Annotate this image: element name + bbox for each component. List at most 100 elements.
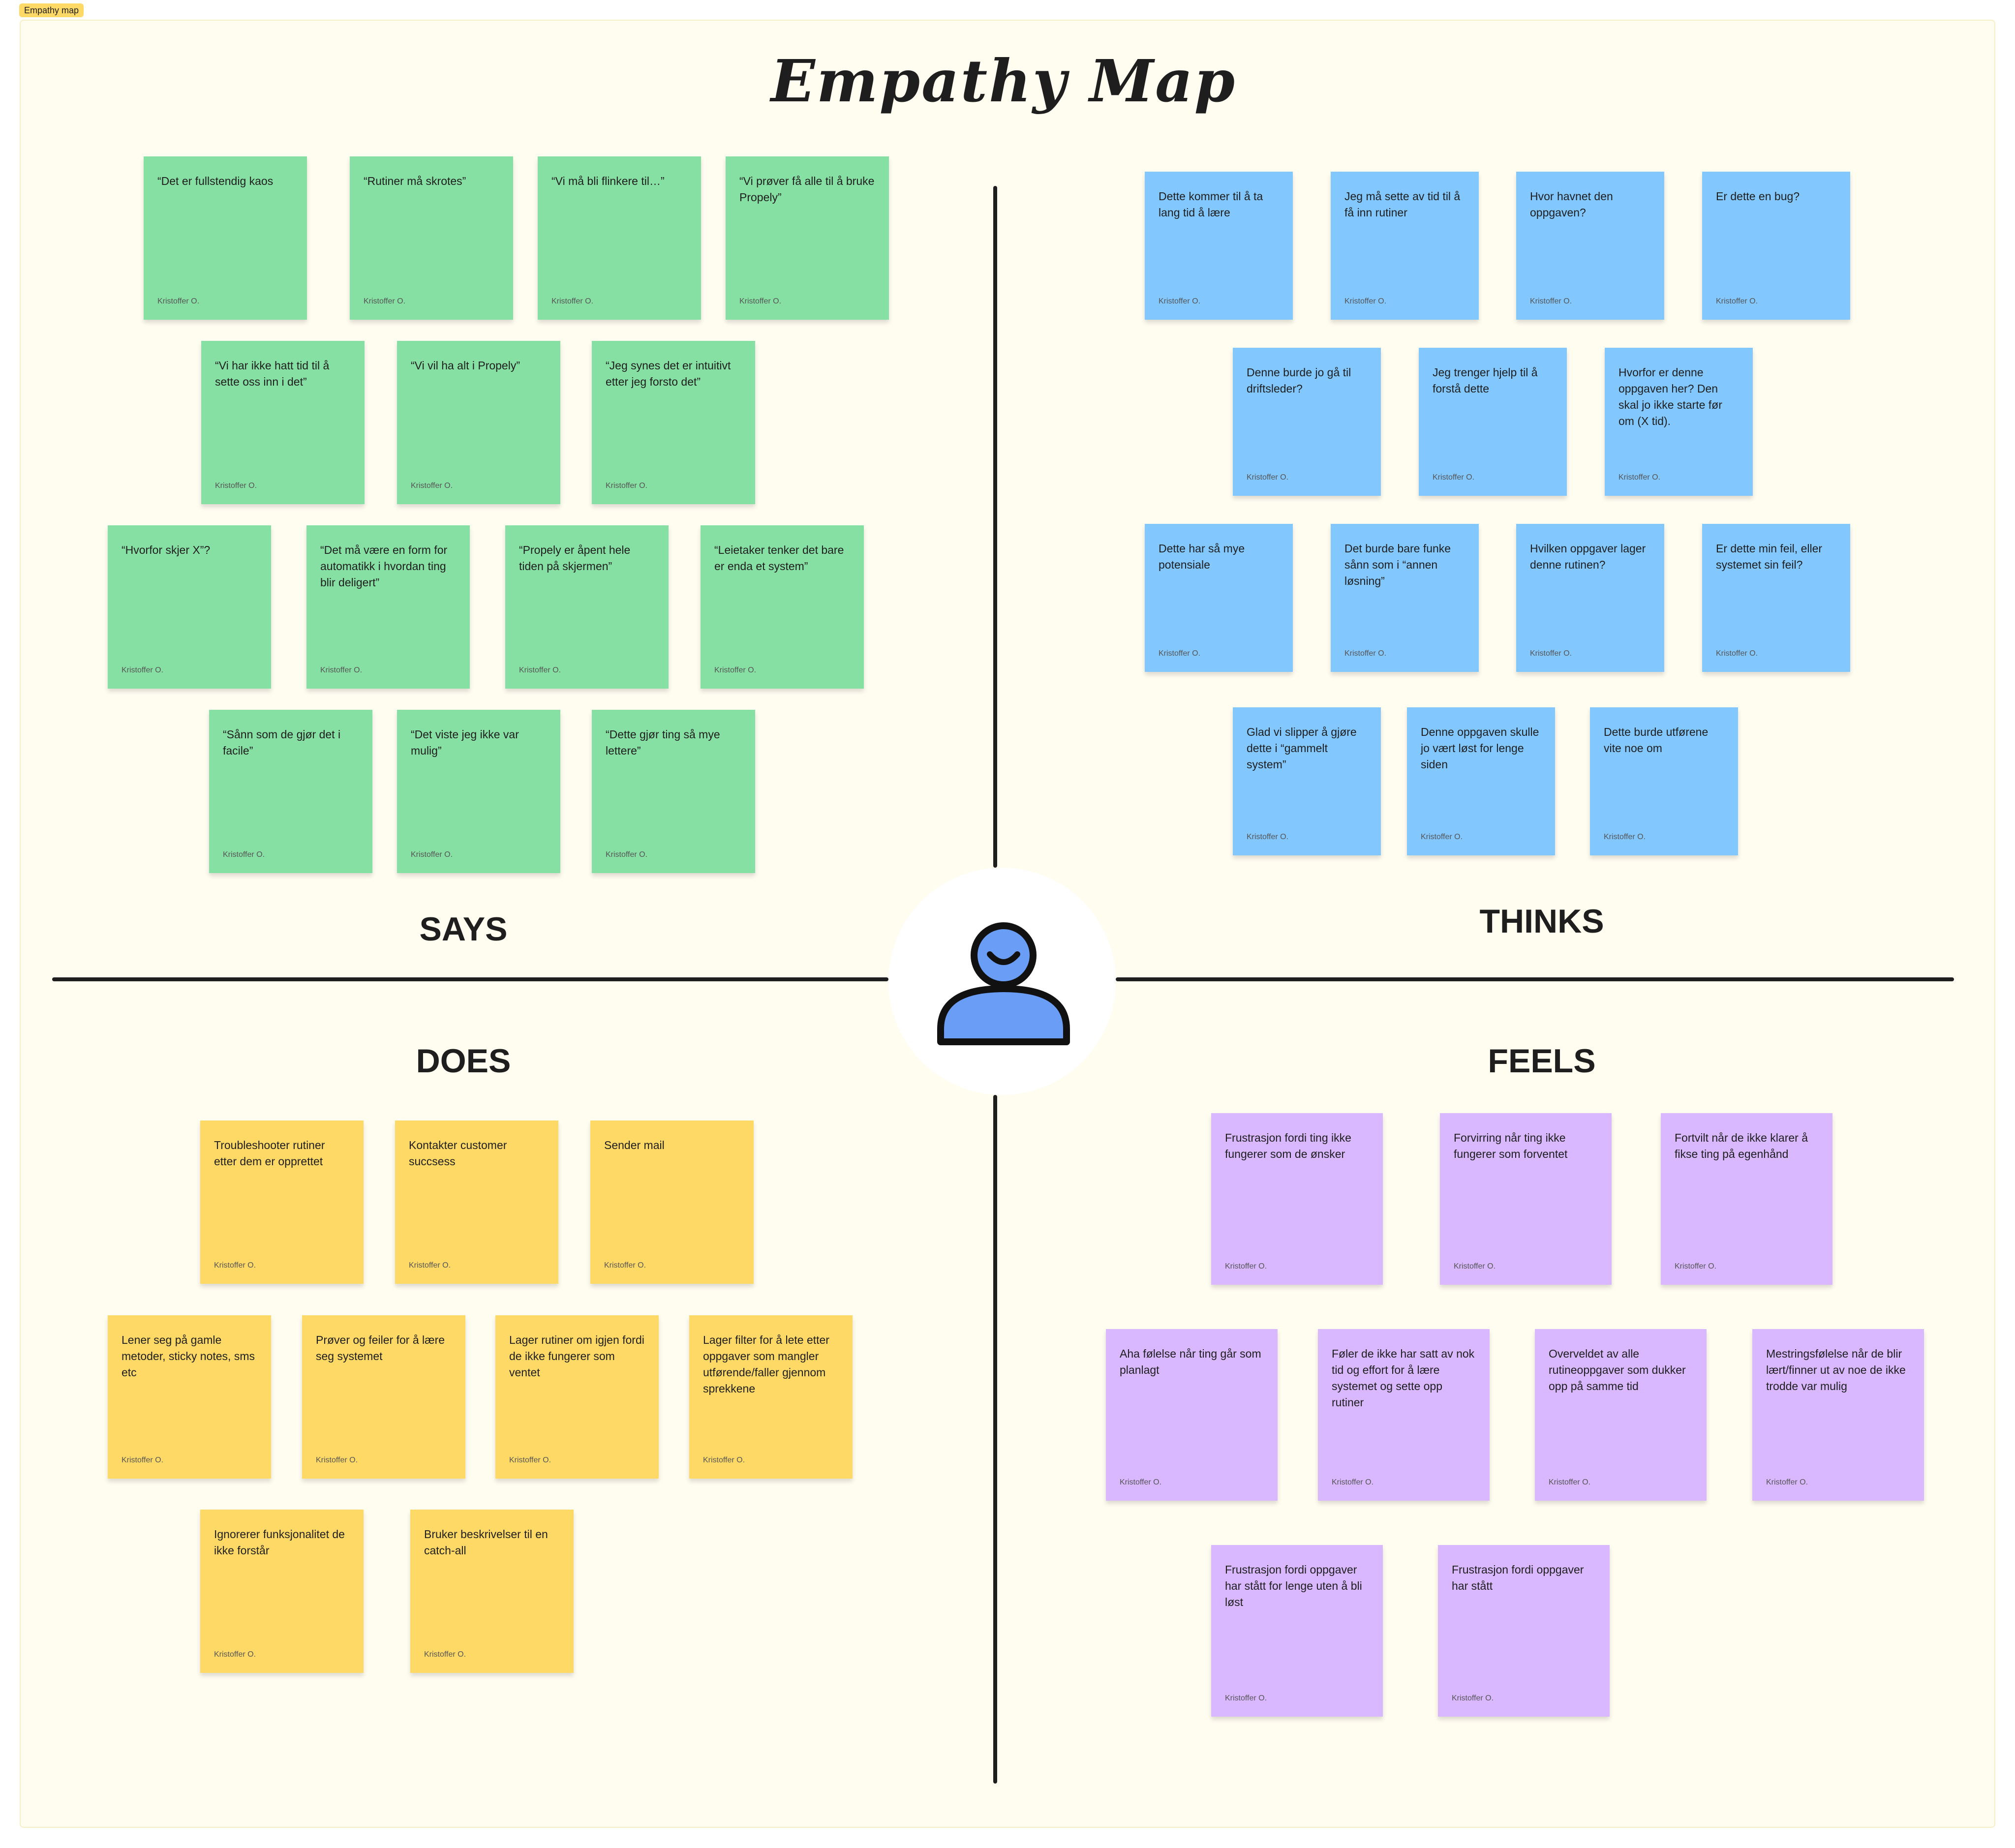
note-author: Kristoffer O.	[1344, 297, 1387, 305]
person-icon	[937, 922, 1070, 1045]
does-sticky-note[interactable]: Lener seg på gamle metoder, sticky notes…	[108, 1315, 271, 1479]
note-text: “Det viste jeg ikke var mulig”	[411, 728, 519, 757]
note-author: Kristoffer O.	[1766, 1478, 1808, 1486]
note-author: Kristoffer O.	[1716, 297, 1758, 305]
thinks-sticky-note[interactable]: Hvorfor er denne oppgaven her? Den skal …	[1605, 348, 1753, 496]
note-text: Føler de ikke har satt av nok tid og eff…	[1332, 1347, 1475, 1409]
does-sticky-note[interactable]: Lager filter for å lete etter oppgaver s…	[689, 1315, 853, 1479]
feels-sticky-note[interactable]: Frustrasjon fordi ting ikke fungerer som…	[1211, 1113, 1383, 1285]
note-author: Kristoffer O.	[1549, 1478, 1591, 1486]
note-author: Kristoffer O.	[1159, 649, 1201, 658]
note-author: Kristoffer O.	[604, 1261, 646, 1270]
does-sticky-note[interactable]: Lager rutiner om igjen fordi de ikke fun…	[495, 1315, 659, 1479]
says-sticky-note[interactable]: “Jeg synes det er intuitivt etter jeg fo…	[592, 341, 755, 504]
note-author: Kristoffer O.	[411, 850, 453, 859]
note-author: Kristoffer O.	[409, 1261, 451, 1270]
note-author: Kristoffer O.	[1344, 649, 1387, 658]
says-sticky-note[interactable]: “Propely er åpent hele tiden på skjermen…	[505, 525, 669, 689]
note-text: Glad vi slipper å gjøre dette i “gammelt…	[1247, 726, 1357, 771]
note-author: Kristoffer O.	[320, 666, 363, 674]
says-sticky-note[interactable]: “Vi prøver få alle til å bruke Propely”K…	[726, 156, 889, 320]
says-sticky-note[interactable]: “Det må være en form for automatikk i hv…	[306, 525, 470, 689]
note-author: Kristoffer O.	[1225, 1694, 1267, 1702]
page-title: Empathy Map	[770, 47, 1237, 115]
note-text: “Det er fullstendig kaos	[157, 175, 274, 187]
thinks-sticky-note[interactable]: Jeg må sette av tid til å få inn rutiner…	[1331, 172, 1479, 320]
note-author: Kristoffer O.	[214, 1650, 256, 1659]
feels-sticky-note[interactable]: Forvirring når ting ikke fungerer som fo…	[1440, 1113, 1612, 1285]
feels-sticky-note[interactable]: Mestringsfølelse når de blir lært/finner…	[1752, 1329, 1924, 1501]
says-sticky-note[interactable]: “Sånn som de gjør det i facile”Kristoffe…	[209, 710, 372, 873]
note-text: Frustrasjon fordi oppgaver har stått for…	[1225, 1563, 1362, 1608]
note-author: Kristoffer O.	[551, 297, 594, 305]
note-author: Kristoffer O.	[1433, 473, 1475, 482]
feels-sticky-note[interactable]: Overveldet av alle rutineoppgaver som du…	[1535, 1329, 1707, 1501]
note-author: Kristoffer O.	[1120, 1478, 1162, 1486]
horizontal-axis-right	[1116, 977, 1954, 981]
note-author: Kristoffer O.	[1530, 297, 1572, 305]
says-sticky-note[interactable]: “Leietaker tenker det bare er enda et sy…	[701, 525, 864, 689]
note-author: Kristoffer O.	[714, 666, 757, 674]
note-text: “Sånn som de gjør det i facile”	[223, 728, 341, 757]
note-text: “Vi må bli flinkere til…”	[551, 175, 665, 187]
thinks-sticky-note[interactable]: Er dette en bug?Kristoffer O.	[1702, 172, 1850, 320]
says-sticky-note[interactable]: “Vi vil ha alt i Propely”Kristoffer O.	[397, 341, 560, 504]
feels-sticky-note[interactable]: Fortvilt når de ikke klarer å fikse ting…	[1661, 1113, 1832, 1285]
thinks-sticky-note[interactable]: Hvilken oppgaver lager denne rutinen?Kri…	[1516, 524, 1664, 672]
label-feels: FEELS	[1488, 1042, 1596, 1080]
does-sticky-note[interactable]: Troubleshooter rutiner etter dem er oppr…	[200, 1121, 364, 1284]
says-sticky-note[interactable]: “Det viste jeg ikke var mulig” Kristoffer…	[397, 710, 560, 873]
feels-sticky-note[interactable]: Frustrasjon fordi oppgaver har stått for…	[1211, 1545, 1383, 1717]
thinks-sticky-note[interactable]: Er dette min feil, eller systemet sin fe…	[1702, 524, 1850, 672]
note-author: Kristoffer O.	[1421, 833, 1463, 841]
note-text: Frustrasjon fordi oppgaver har stått	[1452, 1563, 1584, 1592]
thinks-sticky-note[interactable]: Glad vi slipper å gjøre dette i “gammelt…	[1233, 707, 1381, 855]
note-text: Overveldet av alle rutineoppgaver som du…	[1549, 1347, 1686, 1393]
says-sticky-note[interactable]: “Vi har ikke hatt tid til å sette oss in…	[201, 341, 365, 504]
does-sticky-note[interactable]: Prøver og feiler for å lære seg systemet…	[302, 1315, 465, 1479]
note-author: Kristoffer O.	[1225, 1262, 1267, 1271]
label-says: SAYS	[419, 910, 508, 948]
note-author: Kristoffer O.	[411, 482, 453, 490]
note-author: Kristoffer O.	[122, 1456, 164, 1464]
note-text: Hvor havnet den oppgaven?	[1530, 190, 1613, 219]
note-author: Kristoffer O.	[316, 1456, 358, 1464]
feels-sticky-note[interactable]: Føler de ikke har satt av nok tid og eff…	[1318, 1329, 1490, 1501]
thinks-sticky-note[interactable]: Det burde bare funke sånn som i “annen l…	[1331, 524, 1479, 672]
label-does: DOES	[416, 1042, 511, 1080]
frame-tag[interactable]: Empathy map	[19, 3, 84, 17]
note-author: Kristoffer O.	[1452, 1694, 1494, 1702]
note-author: Kristoffer O.	[214, 1261, 256, 1270]
thinks-sticky-note[interactable]: Denne oppgaven skulle jo vært løst for l…	[1407, 707, 1555, 855]
note-author: Kristoffer O.	[1159, 297, 1201, 305]
note-text: Dette kommer til å ta lang tid å lære	[1159, 190, 1263, 219]
note-author: Kristoffer O.	[122, 666, 164, 674]
says-sticky-note[interactable]: “Vi må bli flinkere til…” Kristoffer O.	[538, 156, 701, 320]
note-author: Kristoffer O.	[1604, 833, 1646, 841]
note-text: Ignorerer funksjonalitet de ikke forstår	[214, 1528, 345, 1557]
note-author: Kristoffer O.	[1332, 1478, 1374, 1486]
note-author: Kristoffer O.	[519, 666, 561, 674]
thinks-sticky-note[interactable]: Denne burde jo gå til driftsleder?Kristo…	[1233, 348, 1381, 496]
note-text: Frustrasjon fordi ting ikke fungerer som…	[1225, 1131, 1351, 1160]
says-sticky-note[interactable]: “Hvorfor skjer X”?Kristoffer O.	[108, 525, 271, 689]
does-sticky-note[interactable]: Ignorerer funksjonalitet de ikke forstår…	[200, 1510, 364, 1673]
says-sticky-note[interactable]: “Rutiner må skrotes”Kristoffer O.	[350, 156, 513, 320]
note-text: Lager rutiner om igjen fordi de ikke fun…	[509, 1333, 644, 1379]
note-text: Denne oppgaven skulle jo vært løst for l…	[1421, 726, 1539, 771]
thinks-sticky-note[interactable]: Hvor havnet den oppgaven? Kristoffer O.	[1516, 172, 1664, 320]
note-text: “Vi har ikke hatt tid til å sette oss in…	[215, 359, 330, 388]
says-sticky-note[interactable]: “Dette gjør ting så mye lettere”Kristoff…	[592, 710, 755, 873]
note-text: Hvilken oppgaver lager denne rutinen?	[1530, 542, 1646, 571]
note-text: Jeg trenger hjelp til å forstå dette	[1433, 366, 1538, 395]
